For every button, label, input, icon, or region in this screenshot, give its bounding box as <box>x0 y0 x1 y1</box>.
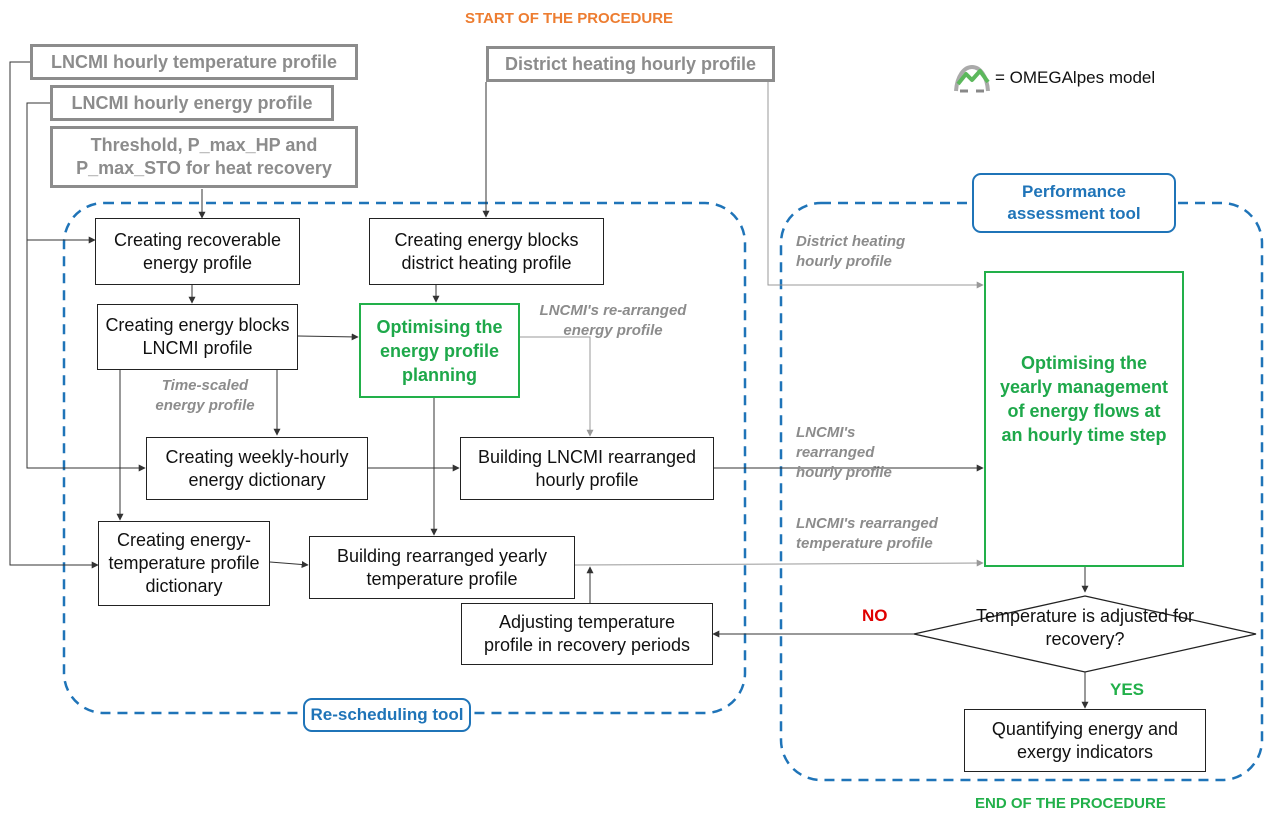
step-recoverable-profile: Creating recoverable energy profile <box>95 218 300 285</box>
step-quantifying-indicators: Quantifying energy and exergy indicators <box>964 709 1206 772</box>
input-lncmi-energy: LNCMI hourly energy profile <box>50 85 334 121</box>
label-dh-hourly: District heating hourly profile <box>796 233 906 270</box>
end-label: END OF THE PROCEDURE <box>975 795 1166 812</box>
step-energy-temperature-dictionary: Creating energy-temperature profile dict… <box>98 521 270 606</box>
step-yearly-temperature-profile: Building rearranged yearly temperature p… <box>309 536 575 599</box>
performance-tool-label: Performance assessment tool <box>972 173 1176 233</box>
start-label: START OF THE PROCEDURE <box>465 10 674 27</box>
label-rearranged-hourly: LNCMI's rearranged hourly profile <box>796 424 892 481</box>
label-rearranged-temperature: LNCMI's rearranged temperature profile <box>796 515 938 552</box>
step-optimising-yearly-management: Optimising the yearly management of ener… <box>984 271 1184 567</box>
step-adjusting-temperature: Adjusting temperature profile in recover… <box>461 603 713 665</box>
arrow-dh-to-optimising-yearly <box>767 82 984 289</box>
step-lncmi-energy-blocks: Creating energy blocks LNCMI profile <box>97 304 298 370</box>
input-district-heating: District heating hourly profile <box>486 46 775 82</box>
legend-text: = OMEGAlpes model <box>995 68 1156 87</box>
label-yes: YES <box>1110 680 1145 699</box>
arrow-energy-temp-dict-to-yearly-temp <box>269 561 309 568</box>
label-time-scaled: Time-scaled energy profile <box>155 377 255 414</box>
arrow-energy-to-recoverable <box>26 102 96 244</box>
arrow-temperature-to-energy-temp-dict <box>9 61 99 569</box>
arrow-lncmi-blocks-to-optimising <box>297 333 359 341</box>
step-building-lncmi-profile: Building LNCMI rearranged hourly profile <box>460 437 714 500</box>
decision-text: Temperature is adjusted for recovery? <box>975 606 1195 649</box>
label-no: NO <box>862 606 888 625</box>
step-weekly-hourly-dictionary: Creating weekly-hourly energy dictionary <box>146 437 368 500</box>
step-dh-energy-blocks: Creating energy blocks district heating … <box>369 218 604 285</box>
rescheduling-tool-label: Re-scheduling tool <box>303 698 471 732</box>
input-threshold: Threshold, P_max_HP and P_max_STO for he… <box>50 126 358 188</box>
omegalpes-logo-icon <box>954 64 990 93</box>
performance-region <box>779 201 1264 782</box>
input-lncmi-temperature: LNCMI hourly temperature profile <box>30 44 358 80</box>
arrow-yearly-temp-to-optimising-yearly <box>574 559 984 567</box>
step-optimising-planning: Optimising the energy profile planning <box>359 303 520 398</box>
arrow-optimising-to-building-lncmi <box>520 336 594 437</box>
arrow-energy-to-weekly-dict <box>26 240 146 472</box>
label-rearranged-energy: LNCMI's re-arranged energy profile <box>539 302 687 339</box>
